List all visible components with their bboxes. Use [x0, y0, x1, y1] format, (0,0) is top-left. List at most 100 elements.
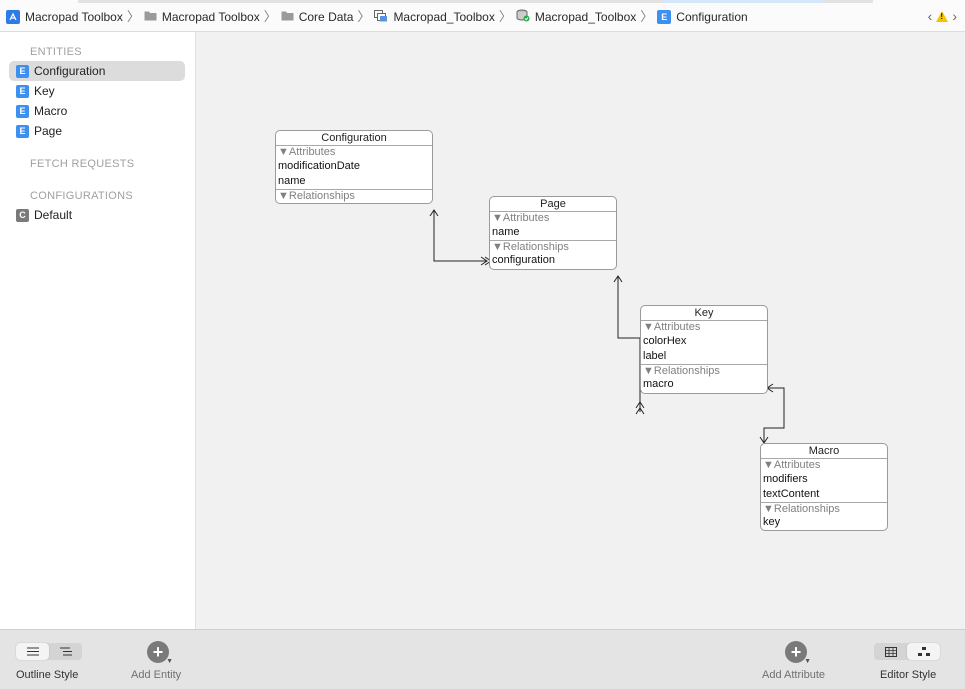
arrow-head	[429, 209, 439, 217]
relationships-group[interactable]: ▼Relationships	[641, 364, 767, 377]
chevron-left-icon[interactable]: ‹	[927, 8, 933, 24]
graph-editor-style-button[interactable]	[907, 643, 940, 660]
relationships-group[interactable]: ▼Relationships	[761, 502, 887, 515]
outline-style-segmented-control	[16, 643, 82, 660]
warning-icon[interactable]: !	[936, 10, 949, 22]
sidebar-item-label: Key	[34, 84, 55, 98]
app-icon	[6, 10, 20, 24]
sidebar-item-key[interactable]: E Key	[9, 81, 185, 101]
editor-style-label: Editor Style	[880, 669, 937, 681]
breadcrumb-label: Macropad_Toolbox	[393, 10, 495, 24]
sidebar-item-label: Macro	[34, 104, 68, 118]
attribute-row[interactable]: textContent	[763, 488, 820, 500]
jump-bar-navigation: ‹ ! ›	[928, 8, 957, 24]
relationship-row[interactable]: key	[763, 516, 781, 528]
entity-icon: E	[16, 64, 29, 78]
table-icon	[884, 646, 897, 657]
jump-bar: Macropad Toolbox 〉 Macropad Toolbox 〉 Co…	[0, 0, 965, 32]
chevron-right-icon[interactable]: ›	[952, 8, 957, 24]
relationship-row[interactable]: macro	[643, 378, 674, 390]
plus-icon: +	[152, 642, 164, 662]
sidebar-item-label: Configuration	[34, 64, 106, 78]
breadcrumb-label: Core Data	[298, 10, 354, 24]
table-editor-style-button[interactable]	[874, 643, 907, 660]
breadcrumb-project[interactable]: Macropad Toolbox	[6, 10, 123, 24]
attribute-row[interactable]: label	[643, 350, 667, 362]
attributes-group[interactable]: ▼Attributes	[278, 146, 336, 158]
tab-strip	[78, 0, 663, 3]
sidebar-item-page[interactable]: E Page	[9, 121, 185, 141]
add-attribute-button[interactable]: + ▼	[785, 641, 811, 665]
attribute-row[interactable]: modificationDate	[278, 160, 360, 172]
hierarchy-list-icon	[59, 647, 72, 656]
tab-strip-end	[823, 0, 873, 3]
attribute-row[interactable]: colorHex	[643, 335, 687, 347]
attributes-group[interactable]: ▼Attributes	[643, 321, 701, 333]
chevron-right-icon: 〉	[263, 9, 277, 24]
chevron-down-icon: ▼	[166, 658, 173, 665]
entity-box-key[interactable]: Key ▼Attributes colorHex label ▼Relation…	[640, 305, 768, 394]
relationship-line-page-key	[617, 276, 641, 412]
table-outline-style-button[interactable]	[16, 643, 49, 660]
entity-icon: E	[16, 84, 29, 98]
breadcrumb-label: Macropad Toolbox	[25, 10, 123, 24]
sidebar-item-label: Page	[34, 124, 63, 138]
relationships-group[interactable]: ▼Relationships	[490, 240, 616, 253]
attribute-row[interactable]: modifiers	[763, 473, 808, 485]
diagram-canvas[interactable]: Configuration ▼Attributes modificationDa…	[196, 32, 965, 629]
outline-sidebar: ENTITIES E Configuration E Key E Macro E…	[0, 32, 196, 629]
relationship-line-key-macro	[763, 387, 785, 442]
breadcrumb-label: Macropad Toolbox	[161, 10, 260, 24]
add-attribute-label: Add Attribute	[762, 669, 825, 681]
entity-box-macro[interactable]: Macro ▼Attributes modifiers textContent …	[760, 443, 888, 531]
warning-glyph: !	[940, 11, 943, 21]
entity-icon: E	[16, 104, 29, 118]
bottom-toolbar: Outline Style + ▼ Add Entity + ▼ Add Att…	[0, 629, 965, 689]
entity-title: Page	[490, 197, 616, 212]
tab-strip-active	[663, 0, 823, 3]
sidebar-item-configuration[interactable]: E Configuration	[9, 61, 185, 81]
configuration-icon: C	[16, 208, 29, 222]
chevron-right-icon: 〉	[357, 9, 371, 24]
add-entity-button[interactable]: + ▼	[147, 641, 173, 665]
arrow-head	[613, 275, 623, 283]
breadcrumb-model-version[interactable]: Macropad_Toolbox	[516, 9, 636, 25]
relationships-group[interactable]: ▼Relationships	[276, 189, 432, 202]
entities-header: ENTITIES	[30, 46, 82, 58]
relationship-row[interactable]: configuration	[492, 254, 555, 266]
attribute-row[interactable]: name	[278, 175, 306, 187]
entity-box-configuration[interactable]: Configuration ▼Attributes modificationDa…	[275, 130, 433, 204]
entity-icon: E	[657, 10, 672, 24]
outline-style-label: Outline Style	[16, 669, 79, 681]
editor-style-segmented-control	[874, 643, 940, 660]
relationship-line-configuration-page	[433, 210, 486, 262]
folder-icon	[144, 10, 157, 24]
breadcrumb-data-model[interactable]: Macropad_Toolbox	[374, 9, 495, 25]
sidebar-item-label: Default	[34, 208, 73, 222]
plus-icon: +	[790, 642, 802, 662]
fetch-requests-header: FETCH REQUESTS	[30, 158, 135, 170]
entity-box-page[interactable]: Page ▼Attributes name ▼Relationships con…	[489, 196, 617, 270]
breadcrumb-core-data[interactable]: Core Data	[281, 10, 354, 24]
entity-title: Configuration	[276, 131, 432, 146]
attributes-group[interactable]: ▼Attributes	[492, 212, 550, 224]
sidebar-item-default[interactable]: C Default	[9, 205, 185, 225]
attributes-group[interactable]: ▼Attributes	[763, 459, 821, 471]
attribute-row[interactable]: name	[492, 226, 520, 238]
relationship-lines	[429, 209, 785, 444]
breadcrumb-label: Macropad_Toolbox	[534, 10, 637, 24]
chevron-right-icon: 〉	[640, 9, 654, 24]
breadcrumb-entity[interactable]: E Configuration	[657, 10, 748, 24]
chevron-down-icon: ▼	[804, 658, 811, 665]
hierarchy-outline-style-button[interactable]	[49, 643, 82, 660]
breadcrumb-group[interactable]: Macropad Toolbox	[144, 10, 260, 24]
entity-icon: E	[16, 124, 29, 138]
data-model-icon	[374, 9, 388, 25]
breadcrumb: Macropad Toolbox 〉 Macropad Toolbox 〉 Co…	[6, 9, 748, 25]
graph-icon	[917, 646, 930, 656]
breadcrumb-label: Configuration	[676, 10, 748, 24]
sidebar-item-macro[interactable]: E Macro	[9, 101, 185, 121]
entity-title: Key	[641, 306, 767, 321]
folder-icon	[281, 10, 294, 24]
